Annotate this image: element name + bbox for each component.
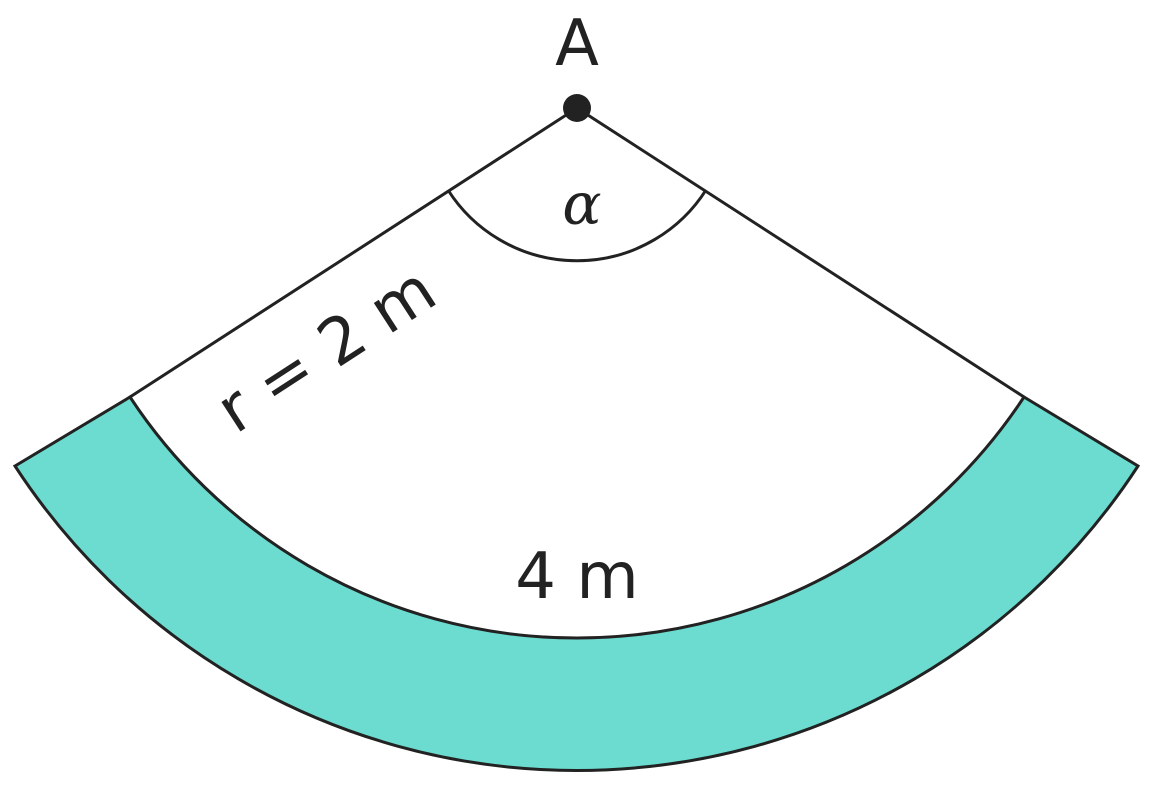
angle-arc <box>446 189 708 263</box>
arc-length-label: 4 m <box>515 540 638 614</box>
point-a-dot <box>563 94 591 122</box>
point-a-label: A <box>555 7 599 81</box>
right-radius-line <box>576 106 1025 399</box>
left-radius-line <box>129 106 578 399</box>
radius-label: r = 2 m <box>204 253 449 448</box>
angle-alpha-label: α <box>562 170 601 238</box>
teal-band <box>12 394 1141 772</box>
